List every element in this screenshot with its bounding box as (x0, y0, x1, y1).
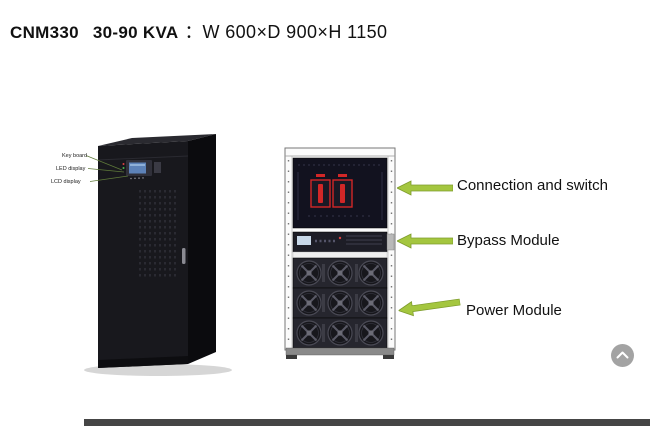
fan-icon (358, 260, 384, 286)
arrow-power (397, 298, 461, 317)
callout-lines (85, 155, 129, 182)
model-name: CNM330 (10, 23, 79, 42)
power-module-rows (292, 257, 388, 349)
label-lcd-display: LCD display (51, 179, 81, 185)
fan-icon (358, 320, 384, 346)
fan-icon (358, 290, 384, 316)
chevron-up-icon (616, 351, 629, 359)
cabinet-shadow (84, 364, 232, 376)
cabinet-base (285, 347, 395, 359)
fan-icon (327, 320, 353, 346)
title-separator: ： (184, 22, 203, 42)
page-title: CNM330 30-90 KVA ：W 600×D 900×H 1150 (10, 18, 387, 44)
connection-switch-panel (292, 157, 388, 229)
cabinet-body (97, 134, 216, 368)
label-led-display: LED display (56, 166, 86, 172)
fan-icon (296, 260, 322, 286)
fan-icon (327, 290, 353, 316)
cabinet-front-graphic (284, 147, 396, 359)
breaker-switch (310, 179, 331, 208)
scroll-top-button[interactable] (611, 344, 634, 367)
fan-icon (296, 320, 322, 346)
label-key-board: Key board (62, 153, 87, 159)
cabinet-front-diagram (278, 140, 403, 365)
annotation-connection-and-switch: Connection and switch (457, 177, 608, 194)
bypass-handle (386, 233, 395, 251)
lcd-screen (129, 162, 146, 174)
fan-icon (296, 290, 322, 316)
keypad (154, 162, 161, 173)
power-rating: 30-90 KVA (92, 23, 179, 42)
arrow-connection (397, 180, 453, 196)
cabinet-photo: Key board LED display LCD display (40, 130, 235, 380)
cabinet-plinth (98, 356, 188, 368)
led-indicator (122, 167, 125, 169)
annotation-power-module: Power Module (466, 302, 562, 319)
cabinet-dimensions: W 600×D 900×H 1150 (202, 22, 388, 42)
bypass-module-unit (292, 231, 395, 259)
rack-rails (287, 156, 393, 348)
bypass-display (297, 236, 311, 245)
display-cluster (122, 160, 161, 180)
blank-panel (292, 251, 388, 259)
arrow-bypass (397, 233, 453, 249)
led-indicator (122, 163, 125, 165)
fan-icon (327, 260, 353, 286)
annotation-bypass-module: Bypass Module (457, 232, 560, 249)
breaker-switch (332, 179, 353, 208)
cabinet-photo-graphic: Key board LED display LCD display (51, 134, 232, 376)
bottom-edge-bar (84, 419, 650, 426)
door-handle (182, 248, 186, 264)
